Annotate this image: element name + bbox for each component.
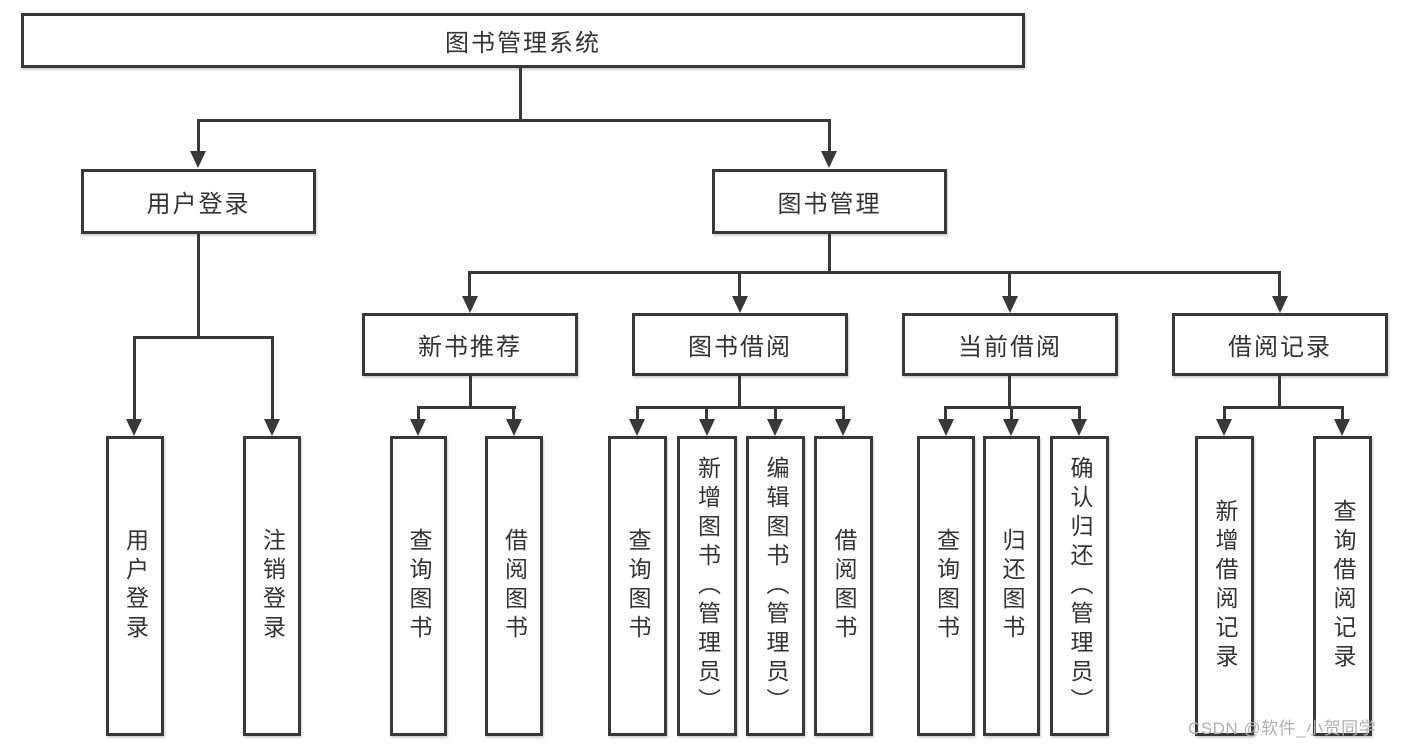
- connector-level3-stem: [1008, 271, 1011, 299]
- arrow-down-icon: [835, 419, 851, 436]
- leaf-borrow-books-recommend: 借阅图书: [485, 436, 543, 736]
- connector-level3-stem: [1278, 271, 1281, 299]
- leaf-edit-books-admin: 编辑图书（管理员）: [746, 436, 805, 736]
- arrow-down-icon: [1003, 419, 1019, 436]
- connector-leaf-stem: [636, 406, 639, 422]
- node-label: 图书管理系统: [445, 30, 601, 57]
- leaf-label: 编辑图书（管理员）: [763, 455, 789, 717]
- leaf-label: 查询图书: [625, 528, 651, 644]
- arrow-down-icon: [699, 419, 715, 436]
- arrow-down-icon: [190, 151, 206, 168]
- arrow-down-icon: [126, 419, 142, 436]
- node-label: 当前借阅: [958, 334, 1062, 361]
- leaf-label: 新增借阅记录: [1212, 499, 1238, 673]
- connector-leaf-stem: [133, 336, 136, 422]
- connector-group2-down: [738, 376, 741, 408]
- leaf-label: 借阅图书: [501, 528, 528, 644]
- leaf-confirm-return-admin: 确认归还（管理员）: [1050, 436, 1109, 736]
- node-current-borrowing: 当前借阅: [902, 313, 1118, 376]
- connector-leaf-stem: [842, 406, 845, 422]
- connector-leaf-stem: [774, 406, 777, 422]
- leaf-logout: 注销登录: [243, 436, 301, 736]
- node-book-management: 图书管理: [712, 169, 947, 234]
- arrow-down-icon: [410, 419, 426, 436]
- arrow-down-icon: [629, 419, 645, 436]
- connector-leaf-stem: [512, 406, 515, 422]
- connector-level3-stem: [468, 271, 471, 299]
- connector-userlogin-stem: [197, 119, 200, 155]
- connector-level3-hline: [468, 271, 1281, 274]
- arrow-down-icon: [767, 419, 783, 436]
- leaf-label: 查询借阅记录: [1330, 499, 1356, 673]
- connector-group3-down: [1008, 376, 1011, 408]
- node-label: 图书管理: [777, 191, 882, 218]
- leaf-label: 借阅图书: [831, 528, 857, 644]
- leaf-label: 归还图书: [999, 528, 1025, 644]
- node-new-book-recommendation: 新书推荐: [362, 313, 578, 376]
- arrow-down-icon: [732, 296, 748, 313]
- arrow-down-icon: [1334, 419, 1350, 436]
- connector-leaf-stem: [1078, 406, 1081, 422]
- leaf-query-books-borrowing: 查询图书: [608, 436, 667, 736]
- connector-leaf-stem: [417, 406, 420, 422]
- connector-group4-down: [1278, 376, 1281, 408]
- connector-userlogin-hline: [133, 336, 274, 339]
- leaf-label: 确认归还（管理员）: [1067, 455, 1093, 717]
- leaf-add-borrow-record: 新增借阅记录: [1195, 436, 1254, 736]
- leaf-add-books-admin: 新增图书（管理员）: [677, 436, 737, 736]
- leaf-user-login: 用户登录: [106, 436, 164, 736]
- arrow-down-icon: [1071, 419, 1087, 436]
- connector-group1-down: [469, 376, 472, 408]
- node-label: 新书推荐: [418, 334, 522, 361]
- leaf-label: 新增图书（管理员）: [694, 455, 721, 717]
- node-label: 借阅记录: [1228, 334, 1332, 361]
- arrow-down-icon: [264, 419, 280, 436]
- connector-root-stem: [519, 68, 522, 122]
- connector-group2-hline: [636, 406, 845, 409]
- leaf-query-borrow-record: 查询借阅记录: [1313, 436, 1372, 736]
- connector-group1-hline: [417, 406, 516, 409]
- arrow-down-icon: [1272, 296, 1288, 313]
- connector-bookmgmt-down: [828, 234, 831, 274]
- connector-group4-hline: [1223, 406, 1344, 409]
- arrow-down-icon: [821, 151, 837, 168]
- connector-level3-stem: [738, 271, 741, 299]
- leaf-query-books-recommend: 查询图书: [390, 436, 447, 736]
- arrow-down-icon: [1002, 296, 1018, 313]
- node-borrowing-records: 借阅记录: [1172, 313, 1388, 376]
- arrow-down-icon: [1216, 419, 1232, 436]
- connector-leaf-stem: [1010, 406, 1013, 422]
- connector-leaf-stem: [271, 336, 274, 422]
- node-label: 用户登录: [146, 191, 251, 218]
- connector-bookmgmt-stem: [828, 119, 831, 155]
- arrow-down-icon: [938, 419, 954, 436]
- node-label: 图书借阅: [688, 334, 792, 361]
- leaf-return-books: 归还图书: [983, 436, 1040, 736]
- leaf-borrow-books: 借阅图书: [814, 436, 873, 736]
- node-book-borrowing: 图书借阅: [632, 313, 848, 376]
- connector-leaf-stem: [1341, 406, 1344, 422]
- csdn-watermark: CSDN @软件_小贺同学: [1188, 719, 1377, 738]
- connector-level1-hline: [197, 119, 831, 122]
- node-library-management-system: 图书管理系统: [21, 13, 1025, 68]
- arrow-down-icon: [506, 419, 522, 436]
- leaf-label: 查询图书: [933, 528, 960, 644]
- leaf-label: 用户登录: [122, 528, 149, 644]
- arrow-down-icon: [462, 296, 478, 313]
- leaf-label: 注销登录: [259, 528, 286, 644]
- leaf-query-books-current: 查询图书: [917, 436, 975, 736]
- connector-leaf-stem: [944, 406, 947, 422]
- leaf-label: 查询图书: [406, 528, 432, 644]
- connector-userlogin-down: [197, 234, 200, 339]
- node-user-login: 用户登录: [81, 169, 316, 234]
- connector-leaf-stem: [705, 406, 708, 422]
- connector-leaf-stem: [1223, 406, 1226, 422]
